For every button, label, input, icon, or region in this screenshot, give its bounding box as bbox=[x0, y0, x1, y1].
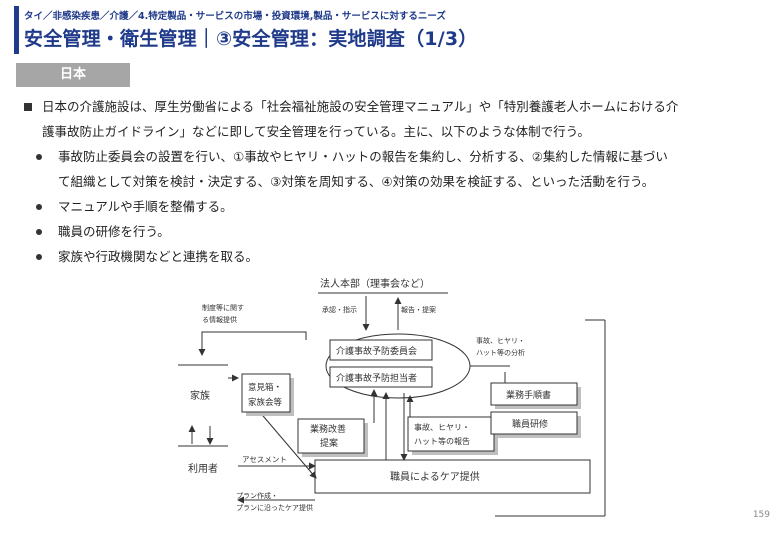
procedures-label: 業務手順書 bbox=[506, 389, 551, 401]
incident-label-1: 事故、ヒヤリ・ bbox=[414, 422, 470, 432]
committee-label: 介護事故予防委員会 bbox=[336, 345, 417, 357]
approval-label: 承認・指示 bbox=[322, 305, 357, 314]
round-bullet-icon bbox=[36, 154, 42, 160]
bullet-item: 事故防止委員会の設置を行い、①事故やヒヤリ・ハットの報告を集約し、分析する、②集… bbox=[24, 144, 764, 194]
bullet-line: 家族や行政機関などと連携を取る。 bbox=[58, 249, 259, 264]
bullet-item: マニュアルや手順を整備する。 bbox=[24, 194, 764, 219]
bullet-item: 職員の研修を行う。 bbox=[24, 219, 764, 244]
round-bullet-icon bbox=[36, 229, 42, 235]
square-bullet-icon bbox=[24, 103, 32, 111]
main-paragraph: 日本の介護施設は、厚生労働省による「社会福祉施設の安全管理マニュアル」や「特別養… bbox=[24, 94, 764, 144]
arrow-opinion-to-care bbox=[257, 409, 317, 479]
bullet-line: マニュアルや手順を整備する。 bbox=[58, 199, 233, 214]
committee-box bbox=[329, 339, 433, 361]
procedures-box bbox=[490, 382, 578, 406]
main-paragraph-line: 日本の介護施設は、厚生労働省による「社会福祉施設の安全管理マニュアル」や「特別養… bbox=[42, 99, 679, 114]
safety-management-diagram: 法人本部（理事会など） 承認・指示 報告・提案 制度等に関す る情報提供 介護事… bbox=[178, 277, 606, 517]
opinion-box bbox=[241, 373, 291, 413]
plan-label-1: プラン作成・ bbox=[236, 491, 278, 500]
care-label: 職員によるケア提供 bbox=[390, 470, 480, 483]
page-number: 159 bbox=[752, 510, 770, 520]
training-label: 職員研修 bbox=[512, 418, 548, 430]
bullet-line: 事故防止委員会の設置を行い、①事故やヒヤリ・ハットの報告を集約し、分析する、②集… bbox=[58, 149, 668, 164]
report-proposal-label: 報告・提案 bbox=[401, 305, 436, 314]
officer-box bbox=[329, 366, 433, 388]
bullet-line: 職員の研修を行う。 bbox=[58, 224, 170, 239]
incident-box bbox=[407, 416, 495, 452]
info-label-2: る情報提供 bbox=[202, 315, 237, 324]
round-bullet-icon bbox=[36, 204, 42, 210]
breadcrumb: タイ／非感染疾患／介護／4.特定製品・サービスの市場・投資環境,製品・サービスに… bbox=[24, 11, 446, 22]
family-label: 家族 bbox=[190, 389, 210, 402]
country-label: 日本 bbox=[16, 63, 130, 87]
improvement-label-2: 提案 bbox=[320, 437, 338, 449]
info-label-1: 制度等に関す bbox=[202, 303, 244, 312]
title-accent-bar bbox=[14, 6, 19, 54]
page-title: 安全管理・衛生管理｜③安全管理：実地調査（1/3） bbox=[24, 28, 478, 50]
assessment-label: アセスメント bbox=[242, 455, 287, 464]
arrow-info-to-family bbox=[198, 331, 307, 356]
bullet-line: て組織として対策を検討・決定する、③対策を周知する、④対策の効果を検証する、とい… bbox=[58, 174, 655, 189]
training-box bbox=[490, 411, 578, 435]
incident-label-2: ハット等の報告 bbox=[414, 436, 470, 446]
improvement-box bbox=[297, 418, 365, 454]
bullet-item: 家族や行政機関などと連携を取る。 bbox=[24, 244, 764, 269]
analysis-label-2: ハット等の分析 bbox=[476, 348, 525, 357]
main-paragraph-line: 護事故防止ガイドライン」などに即して安全管理を行っている。主に、以下のような体制… bbox=[42, 124, 590, 139]
analysis-label-1: 事故、ヒヤリ・ bbox=[476, 336, 525, 345]
officer-label: 介護事故予防担当者 bbox=[336, 372, 417, 384]
round-bullet-icon bbox=[36, 254, 42, 260]
user-label: 利用者 bbox=[188, 463, 218, 475]
plan-label-2: プランに沿ったケア提供 bbox=[236, 503, 313, 512]
body-text: 日本の介護施設は、厚生労働省による「社会福祉施設の安全管理マニュアル」や「特別養… bbox=[24, 94, 764, 269]
improvement-label-1: 業務改善 bbox=[310, 423, 346, 435]
opinion-label-1: 意見箱・ bbox=[248, 382, 282, 393]
opinion-label-2: 家族会等 bbox=[248, 397, 283, 408]
hq-label: 法人本部（理事会など） bbox=[320, 277, 430, 290]
